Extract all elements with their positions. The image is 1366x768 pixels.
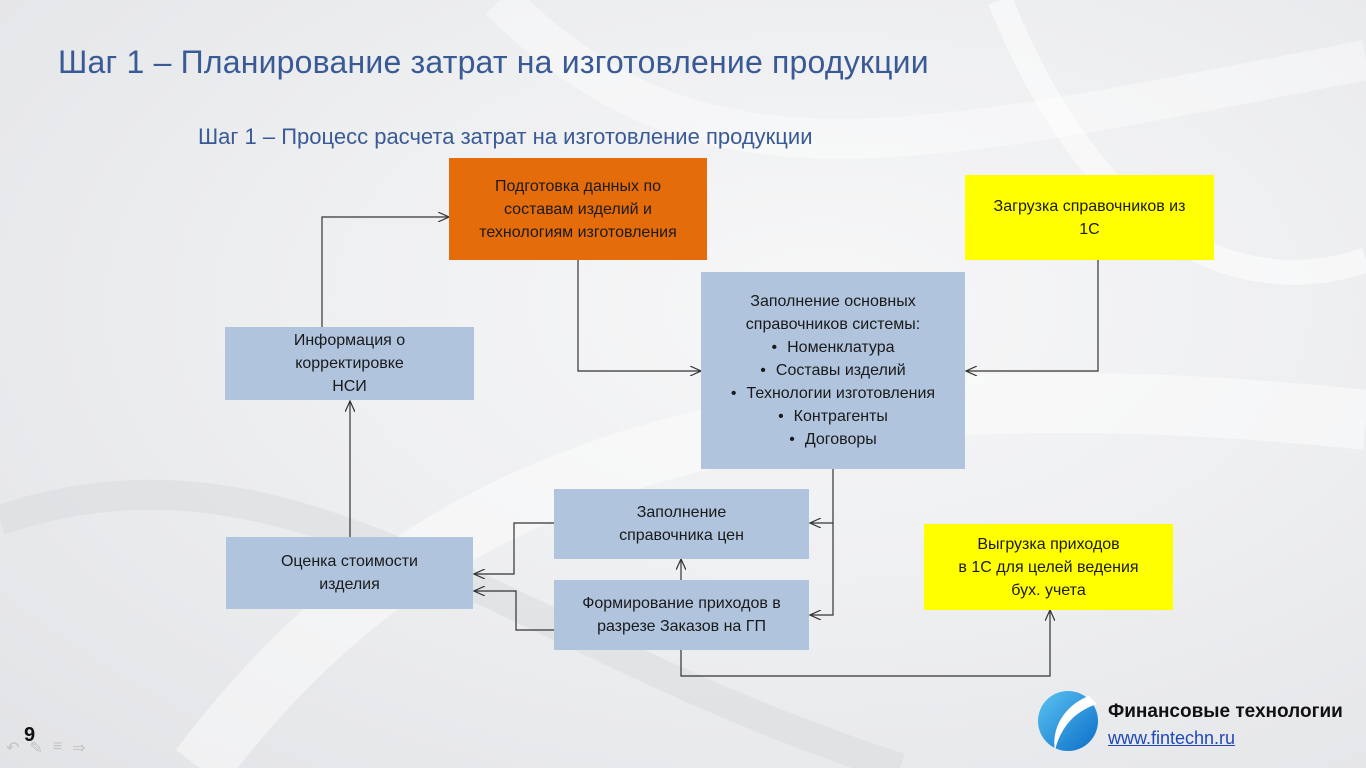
box-prices-line-2: справочника цен: [619, 527, 744, 544]
pen-icon[interactable]: ✎: [29, 740, 43, 757]
fintech-logo-icon: [1038, 691, 1098, 751]
slide-subtitle: Шаг 1 – Процесс расчета затрат на изгото…: [198, 124, 813, 149]
company-website-link[interactable]: www.fintechn.ru: [1108, 728, 1236, 748]
box-main-intro-line-2: справочников системы:: [745, 316, 921, 333]
list-item-counterparties: Контрагенты: [731, 405, 935, 428]
list-item-technologies: Технологии изготовления: [731, 382, 936, 405]
box-prepare-data: Подготовка данных по составам изделий и …: [449, 158, 707, 260]
box-prices-line-1: Заполнение: [636, 504, 727, 521]
box-nsi-correction-info: Информация о корректировке НСИ: [225, 327, 474, 400]
box-export-line-3: бух. учета: [1011, 581, 1086, 599]
menu-icon[interactable]: ≡: [52, 738, 63, 755]
box-info-line-3: НСИ: [332, 378, 367, 395]
box-cost-estimate: Оценка стоимости изделия: [226, 537, 473, 609]
list-item-contracts: Договоры: [731, 428, 935, 451]
slide-title: Шаг 1 – Планирование затрат на изготовле…: [58, 44, 929, 80]
box-info-line-2: корректировке: [295, 355, 404, 372]
company-name: Финансовые технологии: [1108, 701, 1343, 722]
box-estimate-line-1: Оценка стоимости: [280, 553, 418, 570]
box-prepare-data-line-2: составам изделий и: [503, 200, 652, 218]
main-directories-list: Номенклатура Составы изделий Технологии …: [731, 336, 936, 451]
box-prepare-data-line-3: технологиям изготовления: [479, 223, 677, 241]
box-fill-main-directories: Заполнение основных справочников системы…: [701, 272, 965, 469]
box-receipts-line-2: разрезе Заказов на ГП: [597, 618, 766, 635]
next-arrow-icon[interactable]: ⇒: [72, 740, 86, 757]
box-export-receipts: Выгрузка приходов в 1С для целей ведения…: [924, 524, 1173, 610]
box-estimate-line-2: изделия: [319, 576, 380, 593]
slideshow-nav[interactable]: ↶ ✎ ≡ ⇒: [6, 738, 86, 758]
box-load-directories-line-1: Загрузка справочников из: [993, 197, 1186, 215]
list-item-compositions: Составы изделий: [731, 359, 935, 382]
box-form-receipts: Формирование приходов в разрезе Заказов …: [554, 580, 809, 650]
box-main-intro-line-1: Заполнение основных: [750, 293, 916, 310]
box-receipts-line-1: Формирование приходов в: [582, 595, 781, 612]
box-fill-price-directory: Заполнение справочника цен: [554, 489, 809, 559]
page-number: 9: [24, 724, 36, 746]
box-load-directories-line-2: 1С: [1079, 220, 1100, 238]
prev-arrow-icon[interactable]: ↶: [6, 740, 20, 757]
box-load-directories: Загрузка справочников из 1С: [965, 175, 1214, 260]
box-info-line-1: Информация о: [293, 332, 406, 349]
box-prepare-data-line-1: Подготовка данных по: [494, 177, 662, 195]
box-export-line-1: Выгрузка приходов: [977, 535, 1120, 553]
box-export-line-2: в 1С для целей ведения: [958, 558, 1139, 576]
list-item-nomenclature: Номенклатура: [731, 336, 935, 359]
